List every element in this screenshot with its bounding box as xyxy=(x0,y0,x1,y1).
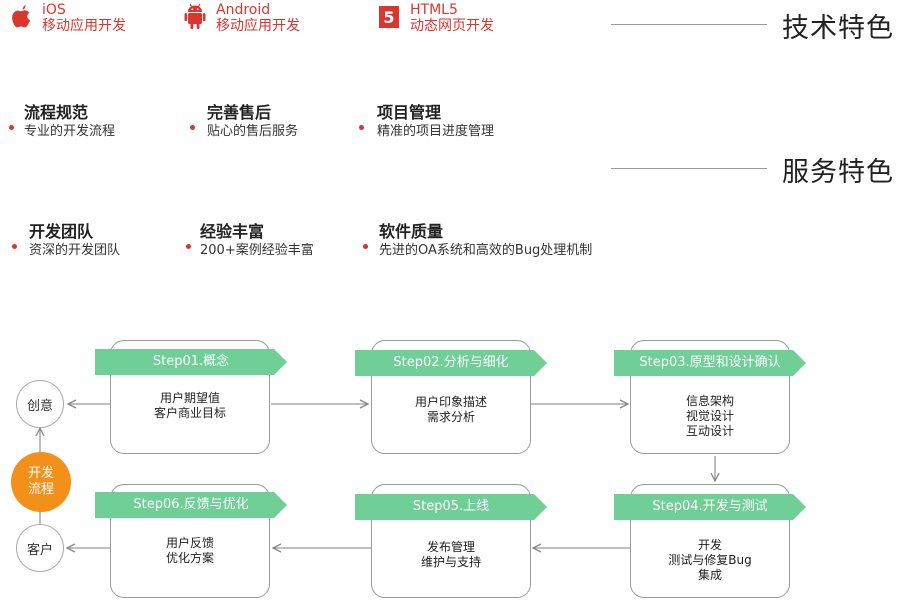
android-icon xyxy=(182,2,208,32)
feature-item: 开发团队 资深的开发团队 xyxy=(12,222,121,260)
dev-process-label-line1: 开发 xyxy=(27,466,54,481)
tech-html5: 5 HTML5 动态网页开发 xyxy=(376,2,494,34)
feature-title: 完善售后 xyxy=(207,103,272,122)
step-details: 发布管理 维护与支持 xyxy=(372,540,530,570)
dev-process-node: 开发 流程 xyxy=(11,452,71,512)
step-details: 用户印象描述 需求分析 xyxy=(372,395,530,425)
bullet-dot xyxy=(12,244,17,249)
feature-title: 流程规范 xyxy=(24,103,89,122)
step-line: 开发 xyxy=(697,538,722,552)
step-line: 视觉设计 xyxy=(685,409,734,423)
feature-item: 软件质量 先进的OA系统和高效的Bug处理机制 xyxy=(363,222,593,260)
creative-node: 创意 xyxy=(16,380,64,428)
bullet-dot xyxy=(359,125,364,130)
step-banner: Step05.上线 xyxy=(355,494,547,520)
tech-android: Android 移动应用开发 xyxy=(182,2,300,34)
step-details: 用户期望值 客户商业目标 xyxy=(111,391,269,421)
step-details: 开发 测试与修复Bug 集成 xyxy=(631,538,789,583)
step-line: 用户期望值 xyxy=(159,391,220,405)
feature-title: 开发团队 xyxy=(29,222,94,241)
step-banner: Step06.反馈与优化 xyxy=(95,492,287,518)
tech-section-title: 技术特色 xyxy=(782,13,894,44)
step-line: 集成 xyxy=(697,568,722,582)
feature-title: 软件质量 xyxy=(379,222,444,241)
step-line: 维护与支持 xyxy=(420,555,481,569)
feature-desc: 先进的OA系统和高效的Bug处理机制 xyxy=(379,243,593,258)
tech-name: HTML5 xyxy=(410,2,458,18)
customer-node: 客户 xyxy=(16,524,64,572)
service-divider xyxy=(611,168,767,169)
feature-item: 流程规范 专业的开发流程 xyxy=(9,103,116,141)
feature-desc: 精准的项目进度管理 xyxy=(377,124,495,139)
tech-ios: iOS 移动应用开发 xyxy=(8,2,126,34)
dev-process-label-line2: 流程 xyxy=(27,482,54,497)
tech-name: Android xyxy=(216,2,271,18)
step-line: 发布管理 xyxy=(426,540,475,554)
step-line: 测试与修复Bug xyxy=(668,553,752,567)
tech-name: iOS xyxy=(42,2,66,18)
step-line: 客户商业目标 xyxy=(153,406,226,420)
bullet-dot xyxy=(186,244,191,249)
feature-desc: 贴心的售后服务 xyxy=(207,124,299,139)
step-line: 用户反馈 xyxy=(165,536,214,550)
feature-desc: 资深的开发团队 xyxy=(29,243,121,258)
step-banner: Step04.开发与测试 xyxy=(614,494,806,520)
step-banner: Step03.原型和设计确认 xyxy=(614,350,806,376)
apple-icon xyxy=(8,2,34,32)
bullet-dot xyxy=(363,244,368,249)
step-line: 互动设计 xyxy=(685,424,734,438)
tech-divider xyxy=(611,24,767,25)
step-details: 信息架构 视觉设计 互动设计 xyxy=(631,394,789,439)
feature-desc: 专业的开发流程 xyxy=(24,124,116,139)
step-line: 需求分析 xyxy=(426,410,475,424)
html5-icon: 5 xyxy=(376,2,402,32)
tech-desc: 移动应用开发 xyxy=(216,18,300,34)
feature-title: 项目管理 xyxy=(377,103,442,122)
feature-title: 经验丰富 xyxy=(200,222,265,241)
feature-item: 经验丰富 200+案例经验丰富 xyxy=(186,222,314,260)
step-line: 优化方案 xyxy=(165,551,214,565)
step-banner: Step02.分析与细化 xyxy=(355,350,547,376)
svg-text:5: 5 xyxy=(383,8,394,27)
feature-desc: 200+案例经验丰富 xyxy=(200,243,314,258)
step-banner: Step01.概念 xyxy=(95,349,287,375)
service-section-title: 服务特色 xyxy=(782,157,894,188)
feature-item: 完善售后 贴心的售后服务 xyxy=(190,103,299,141)
tech-desc: 动态网页开发 xyxy=(410,18,494,34)
feature-item: 项目管理 精准的项目进度管理 xyxy=(359,103,495,141)
tech-desc: 移动应用开发 xyxy=(42,18,126,34)
step-line: 信息架构 xyxy=(685,394,734,408)
bullet-dot xyxy=(9,125,14,130)
step-details: 用户反馈 优化方案 xyxy=(111,536,269,566)
step-line: 用户印象描述 xyxy=(414,395,487,409)
bullet-dot xyxy=(190,125,195,130)
